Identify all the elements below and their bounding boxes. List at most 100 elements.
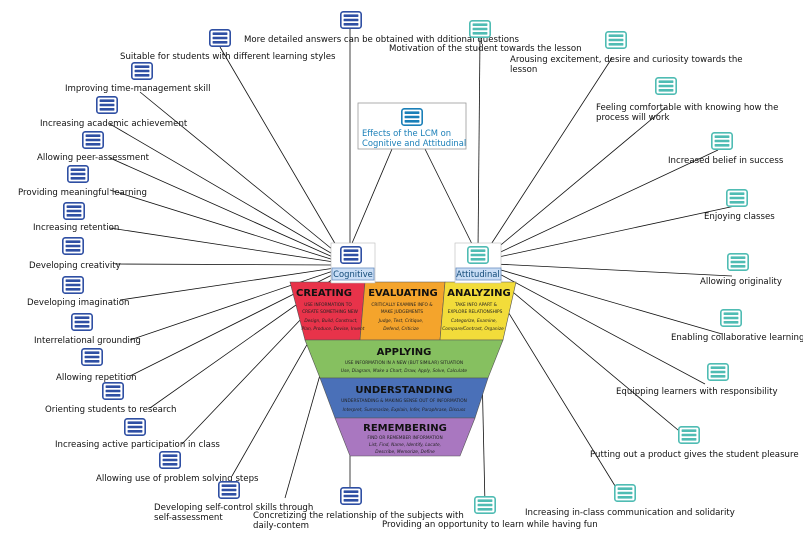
applying-title: APPLYING	[377, 347, 432, 358]
attitudinal-item-4: Increased belief in success	[668, 132, 784, 166]
connector-att-2	[485, 57, 613, 253]
cognitive-item-label: Suitable for students with different lea…	[120, 52, 336, 62]
attitudinal-item-11: Providing an opportunity to learn while …	[382, 496, 598, 530]
document-icon	[63, 202, 85, 220]
evaluating-line4: Defend, Criticize	[383, 326, 419, 332]
attitudinal-item-6: Allowing originality	[700, 253, 782, 287]
cognitive-item-12: Orienting students to research	[45, 382, 176, 415]
understanding-line1: UNDERSTANDING & MAKING SENSE OUT OF INFO…	[341, 398, 467, 404]
connector-cog-5	[109, 157, 336, 259]
remembering-title: REMEMBERING	[363, 423, 447, 434]
cognitive-item-9: Developing imagination	[27, 276, 129, 308]
attitudinal-item-3: Feeling comfortable with knowing how the…	[596, 77, 781, 123]
cognitive-item-14: Allowing use of problem solving steps	[96, 451, 259, 484]
document-icon	[209, 29, 231, 47]
document-icon	[340, 487, 362, 505]
pyramid-remembering	[334, 417, 476, 457]
connector-att-1	[477, 37, 481, 251]
attitudinal-items: Motivation of the student towards the le…	[382, 20, 803, 530]
cognitive-item-2: Suitable for students with different lea…	[120, 29, 336, 62]
applying-line1: USE INFORMATION IN A NEW (BUT SIMILAR) S…	[345, 360, 463, 366]
attitudinal-item-10: Increasing in-class communication and so…	[525, 484, 735, 518]
connector-cog-9	[119, 267, 336, 301]
cognitive-item-15: Developing self-control skills through s…	[154, 481, 316, 523]
cognitive-connectors	[109, 28, 351, 499]
central-doc-icon	[401, 108, 423, 126]
document-icon	[102, 382, 124, 400]
cognitive-item-16: Concretizing the relationship of the sub…	[253, 487, 464, 531]
document-icon	[340, 11, 362, 29]
cognitive-item-5: Allowing peer-assessment	[37, 131, 150, 163]
attitudinal-item-label: Enjoying classes	[704, 212, 775, 222]
cognitive-item-label: Orienting students to research	[45, 405, 176, 415]
cognitive-item-label: Developing creativity	[29, 261, 121, 271]
cognitive-items: More detailed answers can be obtained wi…	[18, 11, 519, 531]
remembering-line3: Describe, Memorize, Define	[375, 449, 435, 455]
connector-att-4	[491, 149, 719, 257]
connector-att-6	[494, 263, 733, 277]
attitudinal-hub-label-bg	[455, 267, 502, 281]
attitudinal-hub: Attitudinal	[454, 242, 502, 284]
document-icon	[71, 313, 93, 331]
document-icon	[726, 189, 748, 207]
cognitive-item-label: Developing imagination	[27, 298, 129, 308]
document-icon	[720, 309, 742, 327]
document-icon	[469, 20, 491, 38]
document-icon	[474, 496, 496, 514]
document-icon	[707, 363, 729, 381]
connector-att-3	[489, 107, 666, 255]
cognitive-item-4: Increasing academic achievement	[40, 96, 188, 129]
cognitive-item-3: Improving time-management skill	[65, 62, 211, 94]
connector-att-9	[489, 272, 691, 441]
cognitive-item-1: More detailed answers can be obtained wi…	[244, 11, 519, 45]
understanding-line2: Interpret, Summarize, Explain, Infer, Pa…	[343, 407, 467, 413]
applying-line2: Use, Diagram, Make a Chart, Draw, Apply,…	[341, 368, 467, 374]
attitudinal-item-label: Arousing excitement, desire and curiosit…	[510, 55, 745, 75]
creating-line4: Plan, Produce, Devise, Invent	[302, 326, 365, 332]
evaluating-title: EVALUATING	[368, 288, 438, 299]
cognitive-hub-icon	[340, 246, 362, 264]
analyzing-line2: EXPLORE RELATIONSHIPS	[448, 309, 503, 315]
document-icon	[655, 77, 677, 95]
cognitive-item-7: Increasing retention	[33, 202, 119, 233]
evaluating-line2: MAKE JUDGEMENTS	[381, 309, 424, 315]
attitudinal-item-1: Motivation of the student towards the le…	[389, 20, 582, 54]
cognitive-hub: Cognitive	[330, 242, 376, 284]
connector-att-7	[493, 267, 723, 335]
evaluating-line3: Judge, Test, Critique,	[378, 318, 424, 324]
cognitive-item-13: Increasing active participation in class	[55, 418, 220, 450]
connector-att-5	[493, 205, 736, 259]
creating-title: CREATING	[296, 288, 352, 299]
creating-line3: Design, Build, Construct,	[304, 318, 357, 324]
cognitive-item-label: Developing self-control skills through s…	[154, 503, 316, 523]
creating-line1: USE INFORMATION TO	[304, 302, 352, 308]
cognitive-item-label: More detailed answers can be obtained wi…	[244, 35, 519, 45]
cognitive-item-label: Improving time-management skill	[65, 84, 211, 94]
cognitive-item-label: Increasing academic achievement	[40, 119, 188, 129]
attitudinal-item-label: Feeling comfortable with knowing how the…	[596, 103, 781, 123]
document-icon	[605, 31, 627, 49]
cognitive-item-8: Developing creativity	[29, 237, 121, 271]
attitudinal-item-label: Enabling collaborative learning	[671, 333, 803, 343]
cognitive-hub-label: Cognitive	[333, 269, 373, 279]
connector-cog-2	[219, 46, 341, 253]
document-icon	[131, 62, 153, 80]
understanding-title: UNDERSTANDING	[355, 385, 452, 396]
connector-cog-3	[139, 91, 339, 255]
connector-cog-8	[114, 263, 335, 266]
cognitive-item-label: Allowing repetition	[56, 373, 137, 383]
connector-att-8	[491, 269, 706, 385]
document-icon	[711, 132, 733, 150]
analyzing-line4: Compare/Contrast, Organize	[442, 326, 504, 332]
analyzing-line3: Categorize, Examine,	[451, 318, 497, 324]
cognitive-item-label: Increasing retention	[33, 223, 119, 233]
document-icon	[81, 348, 103, 366]
attitudinal-item-8: Equipping learners with responsibility	[616, 363, 778, 397]
central-line2: Cognitive and Attitudinal	[362, 138, 466, 148]
attitudinal-item-label: Increasing in-class communication and so…	[525, 508, 735, 518]
central-line1: Effects of the LCM on	[362, 128, 451, 138]
central-node: Effects of the LCM on Cognitive and Atti…	[357, 102, 467, 150]
attitudinal-item-label: Equipping learners with responsibility	[616, 387, 778, 397]
evaluating-line1: CRITICALLY EXAMINE INFO &	[371, 302, 433, 308]
attitudinal-item-label: Providing an opportunity to learn while …	[382, 520, 598, 530]
